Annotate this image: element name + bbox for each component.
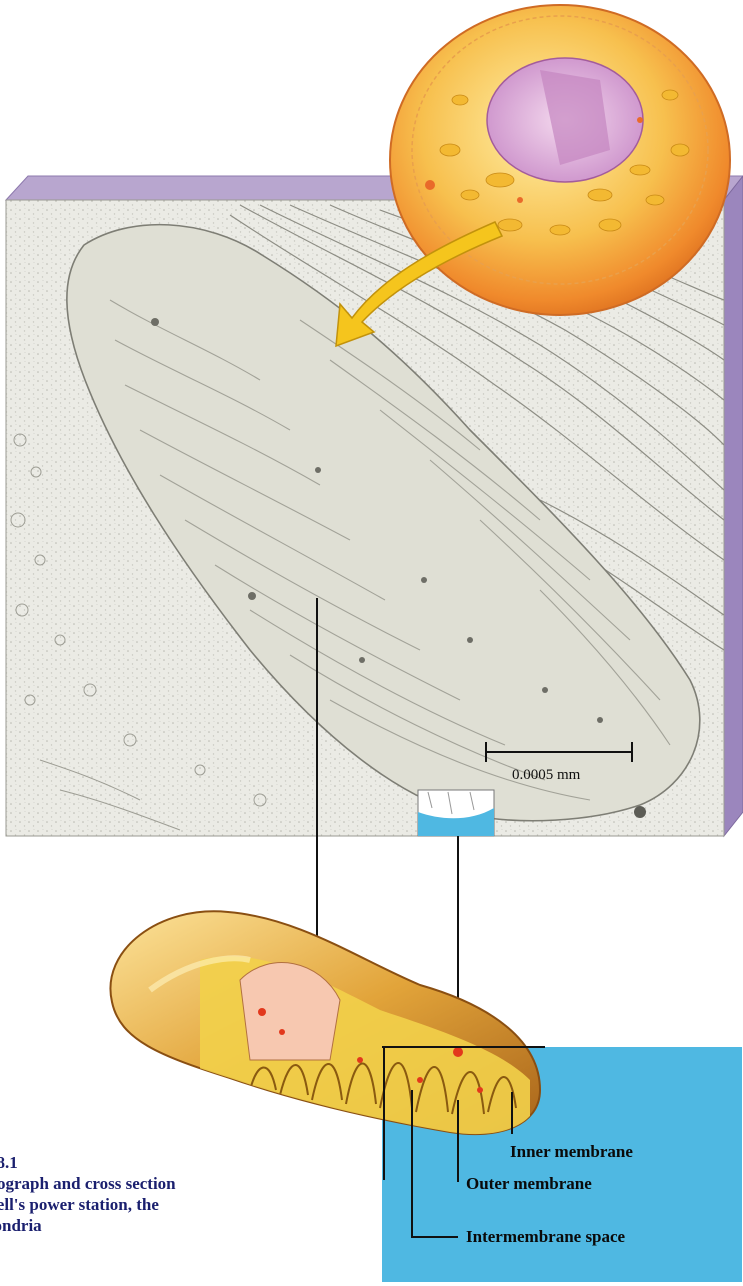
caption-line: nicrograph and cross section: [0, 1173, 328, 1194]
slab-side-face: [724, 176, 743, 836]
label-intermembrane-space: Intermembrane space: [466, 1227, 625, 1247]
caption-line: he cell's power station, the: [0, 1194, 328, 1215]
scale-bar-label: 0.0005 mm: [512, 767, 580, 784]
mitochondrion-cross-section: [110, 911, 540, 1140]
label-inner-membrane: Inner membrane: [510, 1142, 633, 1162]
figure-caption: ure 8.1 nicrograph and cross section he …: [0, 1152, 328, 1236]
callout-box-micrograph: [418, 790, 494, 836]
caption-line: ure 8.1: [0, 1152, 328, 1173]
label-outer-membrane: Outer membrane: [466, 1174, 592, 1194]
caption-line: ochondria: [0, 1215, 328, 1236]
